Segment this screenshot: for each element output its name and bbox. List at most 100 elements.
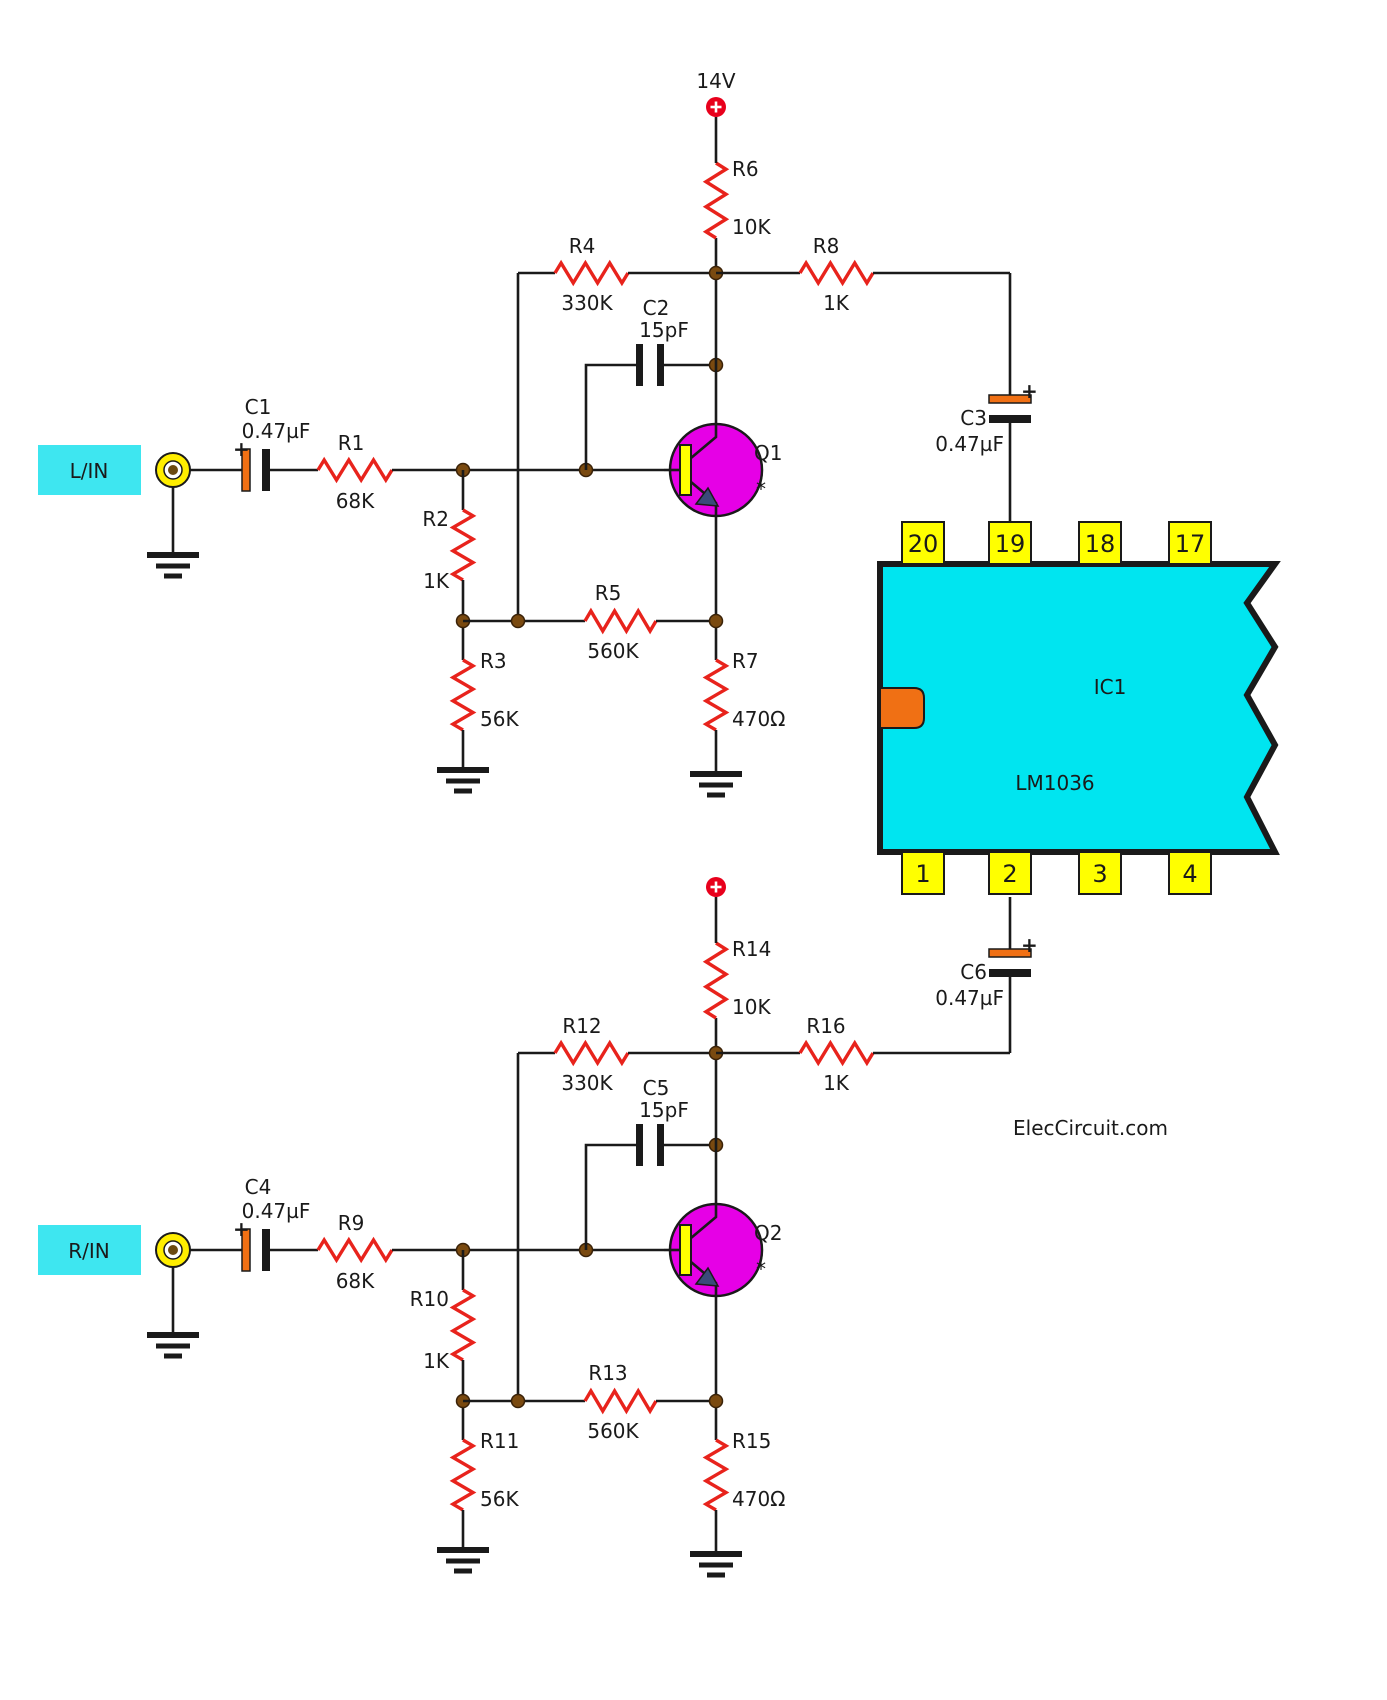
resistor-ref-label: R15: [732, 1429, 771, 1453]
resistor-zigzag: [798, 1039, 875, 1067]
capacitor-ref-label: C5: [643, 1076, 670, 1100]
ic-part-label: LM1036: [1015, 771, 1094, 795]
resistor-value-label: 330K: [561, 291, 613, 315]
ground-symbol: [147, 552, 199, 579]
transistor-base-bar: [679, 1224, 692, 1276]
resistor-value-label: 470Ω: [732, 1487, 785, 1511]
resistor-value-label: 1K: [423, 569, 450, 593]
transistor-note: *: [756, 1257, 766, 1281]
input-label-text: L/IN: [70, 459, 109, 483]
resistor-ref-label: R2: [422, 507, 449, 531]
resistor-ref-label: R6: [732, 157, 759, 181]
wire: [584, 1143, 636, 1250]
resistor-zigzag: [702, 941, 730, 1020]
supply-voltage-label: 14V: [696, 69, 735, 93]
pin-box: [988, 521, 1032, 565]
input-label-box: [38, 445, 141, 495]
transistor-ref-label: Q1: [754, 441, 782, 465]
resistor-value-label: 470Ω: [732, 707, 785, 731]
collector-lead: [690, 424, 718, 459]
transistor-base-bar: [679, 444, 692, 496]
ic-pin-top: 17: [1168, 521, 1212, 565]
resistor-zigzag: [449, 658, 477, 732]
ic-pin-bottom: 3: [1078, 851, 1122, 895]
capacitor-plate: [262, 1229, 270, 1271]
resistor-value-label: 68K: [336, 1269, 375, 1293]
input-label: L/IN: [38, 445, 141, 495]
resistor-value-label: 56K: [480, 707, 519, 731]
capacitor-plate: [636, 344, 643, 386]
capacitor-ref-label: C6: [960, 960, 987, 984]
transistor-note: *: [756, 477, 766, 501]
emitter-arrow: [694, 1266, 720, 1287]
resistor-ref-label: R5: [595, 581, 622, 605]
wire: [584, 363, 636, 470]
ic-notch: [879, 687, 925, 729]
junction-dot: [708, 613, 724, 629]
resistor-ref-label: R12: [562, 1014, 601, 1038]
capacitor-ref-label: C3: [960, 406, 987, 430]
ic-pin-bottom: 1: [901, 851, 945, 895]
capacitor-plate-positive: [988, 948, 1032, 958]
polarity-mark: +: [1021, 933, 1038, 957]
capacitor-value-label: 0.47µF: [935, 986, 1004, 1010]
ic-ref-label: IC1: [1094, 675, 1127, 699]
input-label: R/IN: [38, 1225, 141, 1275]
resistor-ref-label: R1: [338, 431, 365, 455]
npn-transistor-icon: [664, 1202, 764, 1298]
jack-center: [168, 465, 178, 475]
capacitor-plate-positive: [988, 394, 1032, 404]
resistor-value-label: 10K: [732, 215, 771, 239]
resistor-value-label: 1K: [823, 291, 850, 315]
input-label-text: R/IN: [68, 1239, 110, 1263]
resistor-zigzag: [449, 508, 477, 582]
resistor-zigzag: [798, 259, 875, 287]
capacitor-value-label: 0.47µF: [242, 1199, 311, 1223]
pin-number: 18: [1085, 530, 1116, 558]
emitter-arrow: [694, 486, 720, 507]
resistor-ref-label: R11: [480, 1429, 519, 1453]
ground-symbol: [437, 767, 489, 794]
audio-jack-icon: [155, 1232, 191, 1268]
ic-pin-bottom: 2: [988, 851, 1032, 895]
capacitor-plate-positive: [241, 1228, 251, 1272]
resistor-ref-label: R8: [813, 234, 840, 258]
capacitor-plate-positive: [241, 448, 251, 492]
resistor-value-label: 10K: [732, 995, 771, 1019]
capacitor-plate: [262, 449, 270, 491]
capacitor-ref-label: C2: [643, 296, 670, 320]
resistor-value-label: 560K: [587, 1419, 639, 1443]
polarity-mark: +: [1021, 379, 1038, 403]
pin-number: 1: [915, 860, 930, 888]
pin-number: 2: [1002, 860, 1017, 888]
resistor-zigzag: [316, 1236, 394, 1264]
pin-number: 4: [1182, 860, 1197, 888]
resistor-ref-label: R3: [480, 649, 507, 673]
pin-box: [1168, 521, 1212, 565]
resistor-zigzag: [449, 1438, 477, 1512]
resistor-ref-label: R4: [569, 234, 596, 258]
capacitor-ref-label: C4: [245, 1175, 272, 1199]
resistor-ref-label: R10: [410, 1287, 449, 1311]
junction-dot: [708, 1393, 724, 1409]
ground-symbol: [437, 1547, 489, 1574]
resistor-zigzag: [449, 1288, 477, 1362]
pin-box: [1168, 851, 1212, 895]
resistor-zigzag: [553, 1039, 630, 1067]
ground-symbol: [690, 771, 742, 798]
ic-pin-bottom: 4: [1168, 851, 1212, 895]
supply-terminal-icon: [706, 877, 726, 897]
resistor-ref-label: R13: [588, 1361, 627, 1385]
resistor-ref-label: R14: [732, 937, 771, 961]
resistor-value-label: 68K: [336, 489, 375, 513]
capacitor-value-label: 15pF: [639, 1098, 689, 1122]
jack-center: [168, 1245, 178, 1255]
ic-pin-top: 20: [901, 521, 945, 565]
resistor-value-label: 560K: [587, 639, 639, 663]
pin-box: [901, 851, 945, 895]
resistor-ref-label: R16: [806, 1014, 845, 1038]
npn-transistor-icon: [664, 422, 764, 518]
resistor-zigzag: [702, 161, 730, 240]
